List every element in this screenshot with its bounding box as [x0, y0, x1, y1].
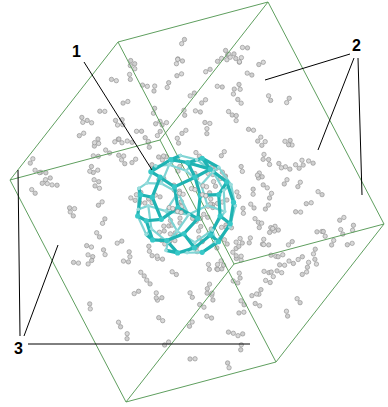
cell-edge: [10, 140, 160, 180]
leader-lines: [18, 54, 362, 344]
cell-edge: [118, 42, 234, 264]
cell-edge: [126, 264, 234, 402]
callout-number: 3: [14, 341, 23, 357]
callout-number: 2: [352, 38, 361, 54]
cell-edge: [160, 2, 268, 140]
cell-edge: [268, 2, 384, 224]
cell-edge: [10, 42, 118, 180]
cell-edge: [118, 2, 268, 42]
callout-number: 1: [72, 44, 81, 60]
cell-edge: [276, 224, 384, 362]
cell-edge: [160, 140, 276, 362]
cell-edge: [234, 224, 384, 264]
cell-edge: [10, 180, 126, 402]
fullerene-cage: [135, 154, 237, 256]
gas-molecules: [28, 37, 356, 370]
cell-edge: [126, 362, 276, 402]
cell-wireframe: [10, 2, 384, 402]
